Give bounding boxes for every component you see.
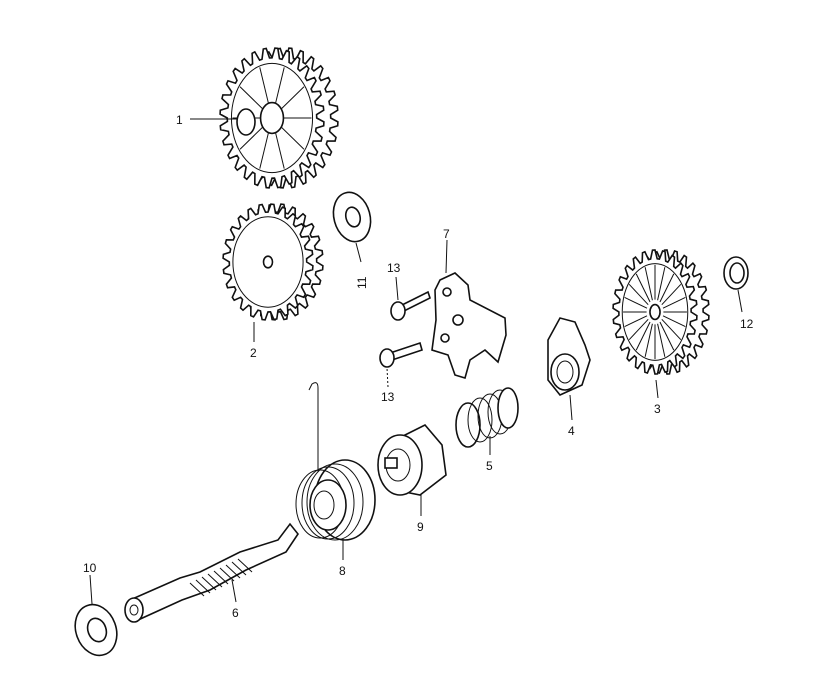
bolt-13-upper	[390, 290, 431, 321]
washer-10	[74, 603, 118, 657]
callout-3: 3	[654, 402, 661, 416]
kick-spring-8	[295, 382, 376, 541]
spline-line	[237, 558, 253, 573]
callout-2: 2	[250, 346, 257, 360]
spline-line	[189, 582, 205, 597]
callout-5: 5	[486, 459, 493, 473]
washer-12	[723, 256, 749, 290]
washer-11	[332, 191, 372, 243]
callout-7: 7	[443, 227, 450, 241]
gear-1-hub	[236, 108, 256, 136]
spline-line	[207, 573, 223, 588]
spindle-9	[377, 424, 447, 496]
callout-1: 1	[176, 113, 183, 127]
leader-lines	[89, 118, 743, 605]
callout-8: 8	[339, 564, 346, 578]
callout-11: 11	[355, 276, 369, 289]
bolt-13-lower	[379, 341, 423, 368]
spline-line	[195, 579, 211, 594]
callout-6: 6	[232, 606, 239, 620]
spline-line	[213, 570, 229, 585]
callout-12: 12	[740, 317, 754, 331]
kick-starter-shaft-6	[124, 522, 299, 623]
stopper-plate-7	[431, 272, 507, 380]
spline-line	[201, 576, 217, 591]
callout-13-lower: 13	[381, 390, 395, 404]
callout-9: 9	[417, 520, 424, 534]
gear-3	[612, 249, 710, 375]
ratchet-4	[547, 317, 591, 396]
friction-spring-5	[455, 387, 519, 448]
spline-line	[219, 567, 235, 582]
callout-4: 4	[568, 424, 575, 438]
gear-1	[219, 47, 339, 189]
callout-10: 10	[83, 561, 97, 575]
spline-line	[225, 564, 241, 579]
spline-line	[231, 561, 247, 576]
gear-2	[222, 203, 324, 321]
callout-13-upper: 13	[387, 261, 401, 275]
